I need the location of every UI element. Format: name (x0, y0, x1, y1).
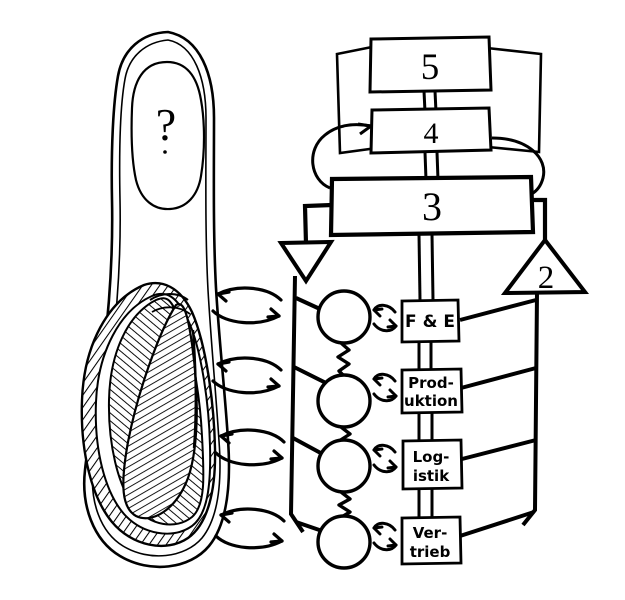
function-box-vertrieb-label-line1: Ver- (413, 524, 448, 542)
function-box-produktion-label-line2: uktion (404, 392, 458, 410)
arrow-left-4-head (219, 511, 234, 524)
box-level-3[interactable]: 3 (328, 174, 536, 238)
function-box-vertrieb[interactable]: Ver- trieb (400, 515, 463, 566)
triangle-left-group[interactable] (277, 202, 335, 285)
chain-right-rib-3 (461, 438, 537, 461)
arrow-right-1-head (266, 307, 281, 319)
heel-top-fold (149, 293, 189, 301)
circle-chain (316, 289, 372, 570)
chain-circle-1[interactable] (316, 289, 372, 345)
question-mark-dot (163, 150, 167, 154)
chain-right-rib-1 (459, 298, 537, 322)
chain-right-rib-2 (460, 366, 537, 390)
bracket-left-5 (335, 45, 378, 155)
arrow-left-3-head (219, 432, 234, 445)
triangle-right-group[interactable]: 2 (500, 197, 590, 296)
function-box-logistik[interactable]: Log- istik (401, 438, 464, 491)
box-level-5[interactable]: 5 (368, 35, 493, 94)
heel-top-fold-2 (151, 306, 191, 315)
chain-circle-2[interactable] (316, 373, 372, 429)
chain-right-spine (521, 292, 539, 527)
circle-box-arrow-2 (372, 372, 398, 403)
arrow-1-lower-head (386, 318, 398, 329)
function-box-rails (417, 341, 434, 518)
box-level-4[interactable]: 4 (369, 106, 493, 155)
exchange-arrow-pair-4 (214, 507, 286, 550)
heel-core-edge (122, 302, 198, 520)
triangle-left-stem (302, 202, 333, 245)
circle-box-arrows (372, 303, 398, 552)
function-box-fe-frame (400, 298, 461, 344)
circle-box-arrow-1 (372, 303, 398, 333)
heel-outer-edge (80, 281, 217, 547)
box-4-frame (369, 106, 493, 155)
arrow-right-3-head (269, 449, 284, 461)
chain-cage-right (459, 292, 539, 538)
arrow-right-3 (214, 451, 284, 467)
circle-box-arrow-4 (372, 521, 398, 552)
arrow-left-3 (219, 428, 286, 444)
box-5-frame (368, 35, 493, 94)
chain-circle-4[interactable] (316, 514, 372, 570)
arrow-right-2 (211, 379, 281, 395)
chain-left-spine (288, 275, 305, 534)
arrow-2-lower-head (386, 388, 398, 399)
box-3-frame (328, 174, 536, 238)
shoe-inner-contour (91, 39, 221, 557)
exchange-arrows-group (211, 286, 286, 550)
arrow-right-4-head (269, 532, 284, 544)
function-box-fe-label: F & E (405, 312, 455, 332)
triangle-right-label: 2 (538, 260, 555, 296)
box-5-label: 5 (421, 47, 440, 88)
triangle-right-shape (500, 236, 590, 296)
arrow-4-upper-head (372, 525, 384, 536)
arrow-right-1 (211, 309, 281, 325)
function-box-vertrieb-frame (400, 515, 463, 566)
arrow-2-upper-head (372, 376, 384, 387)
shoe-question-mark: ? (156, 99, 176, 150)
bracket-right-5 (486, 46, 543, 154)
function-box-produktion-label-line1: Prod- (408, 374, 454, 392)
arrow-left-4 (219, 507, 286, 523)
connector-3-chain (417, 233, 435, 301)
function-box-logistik-label-line2: istik (413, 467, 450, 485)
circle-box-arrow-3 (372, 443, 398, 474)
exchange-arrow-pair-3 (214, 428, 286, 467)
level5-brackets (335, 45, 543, 155)
chain-zigzag-1 (336, 341, 351, 379)
arrow-4-lower-head (386, 537, 398, 548)
arrow-right-4 (214, 534, 284, 550)
chain-circle-3[interactable] (316, 438, 372, 494)
arrow-3-upper-head (372, 447, 384, 458)
arrow-left-1-head (216, 290, 231, 303)
heel-right-slit (191, 329, 197, 449)
exchange-arrow-pair-1 (211, 286, 283, 325)
arrow-left-2 (216, 356, 283, 372)
triangle-right-stem (531, 197, 548, 244)
arrow-left-2-head (216, 360, 231, 373)
feedback-arrow-left-head (357, 122, 372, 136)
arrow-1-upper-head (372, 307, 384, 318)
function-box-produktion-frame (400, 367, 464, 415)
function-box-produktion[interactable]: Prod- uktion (400, 367, 464, 415)
chain-right-rib-4 (459, 510, 535, 538)
arrow-left-1 (216, 286, 283, 302)
function-box-vertrieb-label-line2: trieb (410, 543, 451, 561)
box-4-label: 4 (424, 117, 439, 150)
function-box-fe[interactable]: F & E (400, 298, 461, 344)
box-3-label: 3 (422, 184, 442, 229)
arrow-right-2-head (266, 377, 281, 389)
connector-4-3 (423, 151, 440, 181)
function-box-logistik-label-line1: Log- (413, 448, 450, 466)
function-box-logistik-frame (401, 438, 464, 491)
shoe-toe-oval (130, 60, 206, 211)
shoe-sole-group: ? (80, 30, 231, 569)
arrow-3-lower-head (386, 459, 398, 470)
exchange-arrow-pair-2 (211, 356, 283, 395)
feedback-arrow-left (311, 122, 372, 190)
triangle-left-shape (277, 239, 335, 285)
